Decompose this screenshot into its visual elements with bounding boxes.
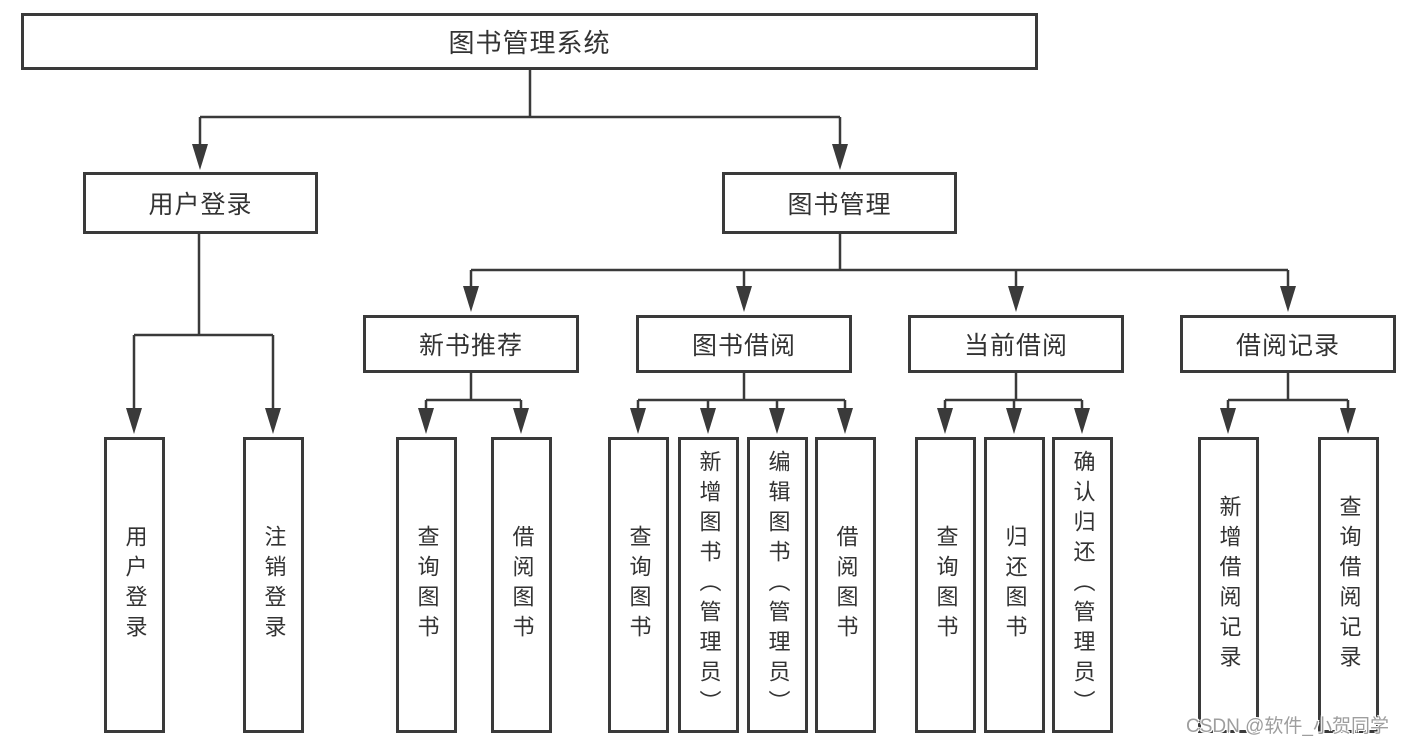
node-book-management: 图书管理: [722, 172, 957, 234]
connector-user-login-to-leaves: [126, 234, 281, 434]
node-label: 查询图书: [933, 525, 959, 645]
leaf-logout: 注销登录: [243, 437, 304, 733]
node-label: 编辑图书（管理员）: [765, 450, 791, 720]
leaf-edit-book-admin: 编辑图书（管理员）: [747, 437, 808, 733]
arrow-down-icon: [192, 144, 208, 170]
arrow-down-icon: [1340, 408, 1356, 434]
leaf-borrow-books-recommend: 借阅图书: [491, 437, 552, 733]
node-label: 用户登录: [122, 525, 148, 645]
node-label: 查询图书: [414, 525, 440, 645]
arrow-down-icon: [1008, 286, 1024, 312]
node-current-borrow: 当前借阅: [908, 315, 1124, 373]
arrow-down-icon: [736, 286, 752, 312]
node-label: 借阅图书: [833, 525, 859, 645]
node-book-borrow: 图书借阅: [636, 315, 852, 373]
leaf-query-borrow-record: 查询借阅记录: [1318, 437, 1379, 733]
arrow-down-icon: [463, 286, 479, 312]
arrow-down-icon: [937, 408, 953, 434]
connector-new-book-recommend-to-leaves: [418, 373, 529, 434]
node-label: 确认归还（管理员）: [1070, 450, 1096, 720]
node-new-book-recommend: 新书推荐: [363, 315, 579, 373]
arrow-down-icon: [126, 408, 142, 434]
node-root: 图书管理系统: [21, 13, 1038, 70]
leaf-query-books-recommend: 查询图书: [396, 437, 457, 733]
arrow-down-icon: [1280, 286, 1296, 312]
leaf-return-book: 归还图书: [984, 437, 1045, 733]
arrow-down-icon: [700, 408, 716, 434]
leaf-add-borrow-record: 新增借阅记录: [1198, 437, 1259, 733]
connector-current-borrow-to-leaves: [937, 373, 1090, 434]
node-label: 借阅记录: [1235, 332, 1340, 360]
leaf-confirm-return-admin: 确认归还（管理员）: [1052, 437, 1113, 733]
arrow-down-icon: [1006, 408, 1022, 434]
node-label: 图书管理系统: [448, 28, 611, 58]
csdn-watermark: CSDN @软件_小贺同学: [1186, 716, 1389, 737]
connector-root-to-level1: [192, 70, 848, 170]
connector-book-management-to-level2: [463, 234, 1296, 312]
node-label: 图书管理: [787, 191, 892, 219]
node-borrow-records: 借阅记录: [1180, 315, 1396, 373]
node-label: 注销登录: [261, 525, 287, 645]
arrow-down-icon: [513, 408, 529, 434]
connector-borrow-records-to-leaves: [1220, 373, 1356, 434]
leaf-user-login: 用户登录: [104, 437, 165, 733]
node-user-login: 用户登录: [83, 172, 318, 234]
leaf-query-books-borrow: 查询图书: [608, 437, 669, 733]
arrow-down-icon: [832, 144, 848, 170]
arrow-down-icon: [769, 408, 785, 434]
arrow-down-icon: [630, 408, 646, 434]
node-label: 新书推荐: [418, 332, 523, 360]
node-label: 查询图书: [626, 525, 652, 645]
node-label: 用户登录: [148, 191, 253, 219]
node-label: 当前借阅: [963, 332, 1068, 360]
node-label: 归还图书: [1002, 525, 1028, 645]
arrow-down-icon: [1220, 408, 1236, 434]
arrow-down-icon: [265, 408, 281, 434]
node-label: 查询借阅记录: [1336, 495, 1362, 675]
leaf-borrow-books: 借阅图书: [815, 437, 876, 733]
node-label: 新增借阅记录: [1216, 495, 1242, 675]
arrow-down-icon: [837, 408, 853, 434]
node-label: 图书借阅: [691, 332, 796, 360]
arrow-down-icon: [418, 408, 434, 434]
arrow-down-icon: [1074, 408, 1090, 434]
leaf-add-book-admin: 新增图书（管理员）: [678, 437, 739, 733]
node-label: 借阅图书: [509, 525, 535, 645]
node-label: 新增图书（管理员）: [696, 450, 722, 720]
leaf-query-books-current: 查询图书: [915, 437, 976, 733]
connector-book-borrow-to-leaves: [630, 373, 853, 434]
